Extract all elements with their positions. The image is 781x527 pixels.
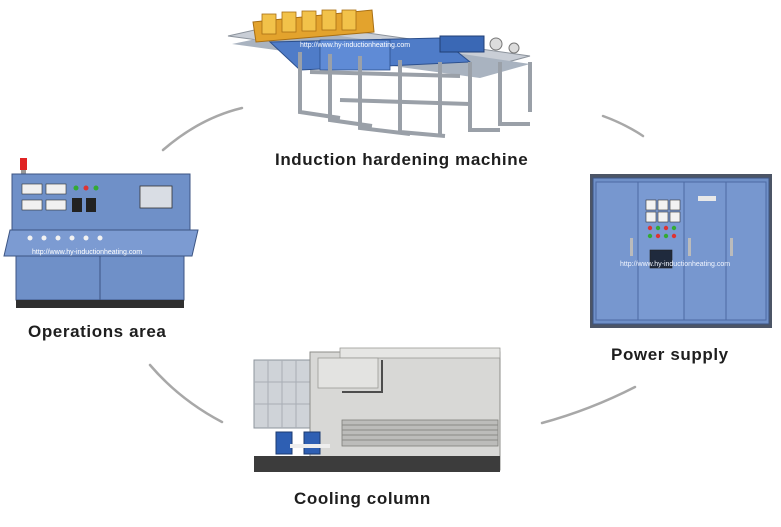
induction-hardening-machine-label: Induction hardening machine bbox=[275, 150, 529, 169]
cooling-column-image bbox=[253, 347, 501, 472]
operations-area-label: Operations area bbox=[28, 322, 167, 341]
machine-watermark: http://www.hy-inductionheating.com bbox=[300, 42, 410, 49]
cycle-arcs bbox=[148, 106, 645, 425]
operations-watermark: http://www.hy-inductionheating.com bbox=[32, 249, 142, 256]
arc-bottom-left bbox=[148, 363, 224, 424]
power-supply-image: http://www.hy-inductionheating.com bbox=[590, 174, 772, 328]
power-supply-label: Power supply bbox=[611, 345, 729, 364]
cooling-column-label: Cooling column bbox=[294, 489, 431, 508]
arc-top-left bbox=[161, 106, 244, 152]
power-watermark: http://www.hy-inductionheating.com bbox=[620, 261, 730, 268]
induction-hardening-machine-image: http://www.hy-inductionheating.com bbox=[227, 9, 532, 138]
arc-bottom-right bbox=[540, 385, 637, 425]
arc-top-right bbox=[601, 114, 645, 138]
operations-console-image: http://www.hy-inductionheating.com bbox=[3, 158, 199, 308]
